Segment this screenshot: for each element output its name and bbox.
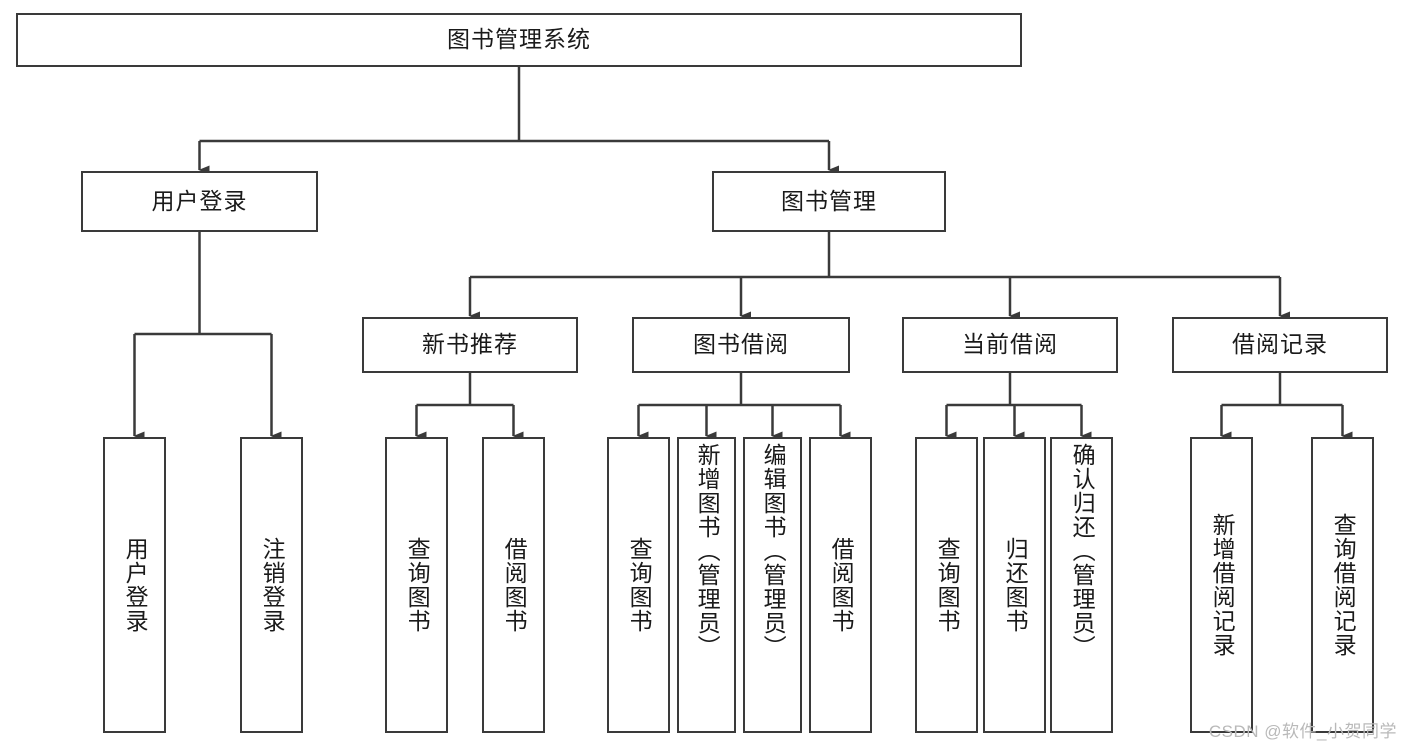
node-label: 图书借阅: [693, 331, 789, 358]
node-label: 图书管理: [781, 187, 877, 214]
node-leaf-logout[interactable]: 注销登录: [240, 437, 303, 733]
node-label: 查询借阅记录: [1330, 513, 1357, 657]
node-newbook[interactable]: 新书推荐: [362, 317, 578, 373]
node-leaf-cu-return[interactable]: 归还图书: [983, 437, 1046, 733]
node-leaf-nb-query[interactable]: 查询图书: [385, 437, 448, 733]
node-label: 图书管理系统: [447, 26, 591, 53]
node-leaf-cu-query[interactable]: 查询图书: [915, 437, 978, 733]
node-label: 查询图书: [404, 537, 431, 633]
node-label: 当前借阅: [962, 331, 1058, 358]
node-leaf-nb-borrow[interactable]: 借阅图书: [482, 437, 545, 733]
node-label: 用户登录: [151, 187, 248, 214]
node-leaf-rc-add[interactable]: 新增借阅记录: [1190, 437, 1253, 733]
edge-group: [133, 67, 1353, 441]
node-label: 新增图书（管理员）: [694, 443, 721, 659]
node-label: 借阅图书: [501, 537, 528, 633]
node-leaf-bk-add[interactable]: 新增图书（管理员）: [677, 437, 736, 733]
node-login[interactable]: 用户登录: [81, 171, 318, 232]
node-label: 用户登录: [122, 537, 149, 633]
node-label: 归还图书: [1002, 537, 1029, 633]
node-leaf-bk-query[interactable]: 查询图书: [607, 437, 670, 733]
node-leaf-rc-query[interactable]: 查询借阅记录: [1311, 437, 1374, 733]
node-label: 注销登录: [259, 537, 286, 633]
node-bookmgmt[interactable]: 图书管理: [712, 171, 946, 232]
node-leaf-bk-borrow[interactable]: 借阅图书: [809, 437, 872, 733]
node-label: 编辑图书（管理员）: [760, 443, 787, 659]
node-label: 借阅图书: [828, 537, 855, 633]
node-label: 借阅记录: [1232, 331, 1328, 358]
node-label: 查询图书: [626, 537, 653, 633]
node-label: 新增借阅记录: [1209, 513, 1236, 657]
node-leaf-user-login[interactable]: 用户登录: [103, 437, 166, 733]
watermark: CSDN @软件_小贺同学: [1208, 722, 1397, 741]
node-label: 确认归还（管理员）: [1069, 443, 1096, 659]
node-label: 新书推荐: [422, 331, 518, 358]
node-leaf-cu-confirm[interactable]: 确认归还（管理员）: [1050, 437, 1113, 733]
node-borrow[interactable]: 图书借阅: [632, 317, 850, 373]
node-leaf-bk-edit[interactable]: 编辑图书（管理员）: [743, 437, 802, 733]
node-root[interactable]: 图书管理系统: [16, 13, 1022, 67]
node-current[interactable]: 当前借阅: [902, 317, 1118, 373]
node-label: 查询图书: [934, 537, 961, 633]
node-records[interactable]: 借阅记录: [1172, 317, 1388, 373]
